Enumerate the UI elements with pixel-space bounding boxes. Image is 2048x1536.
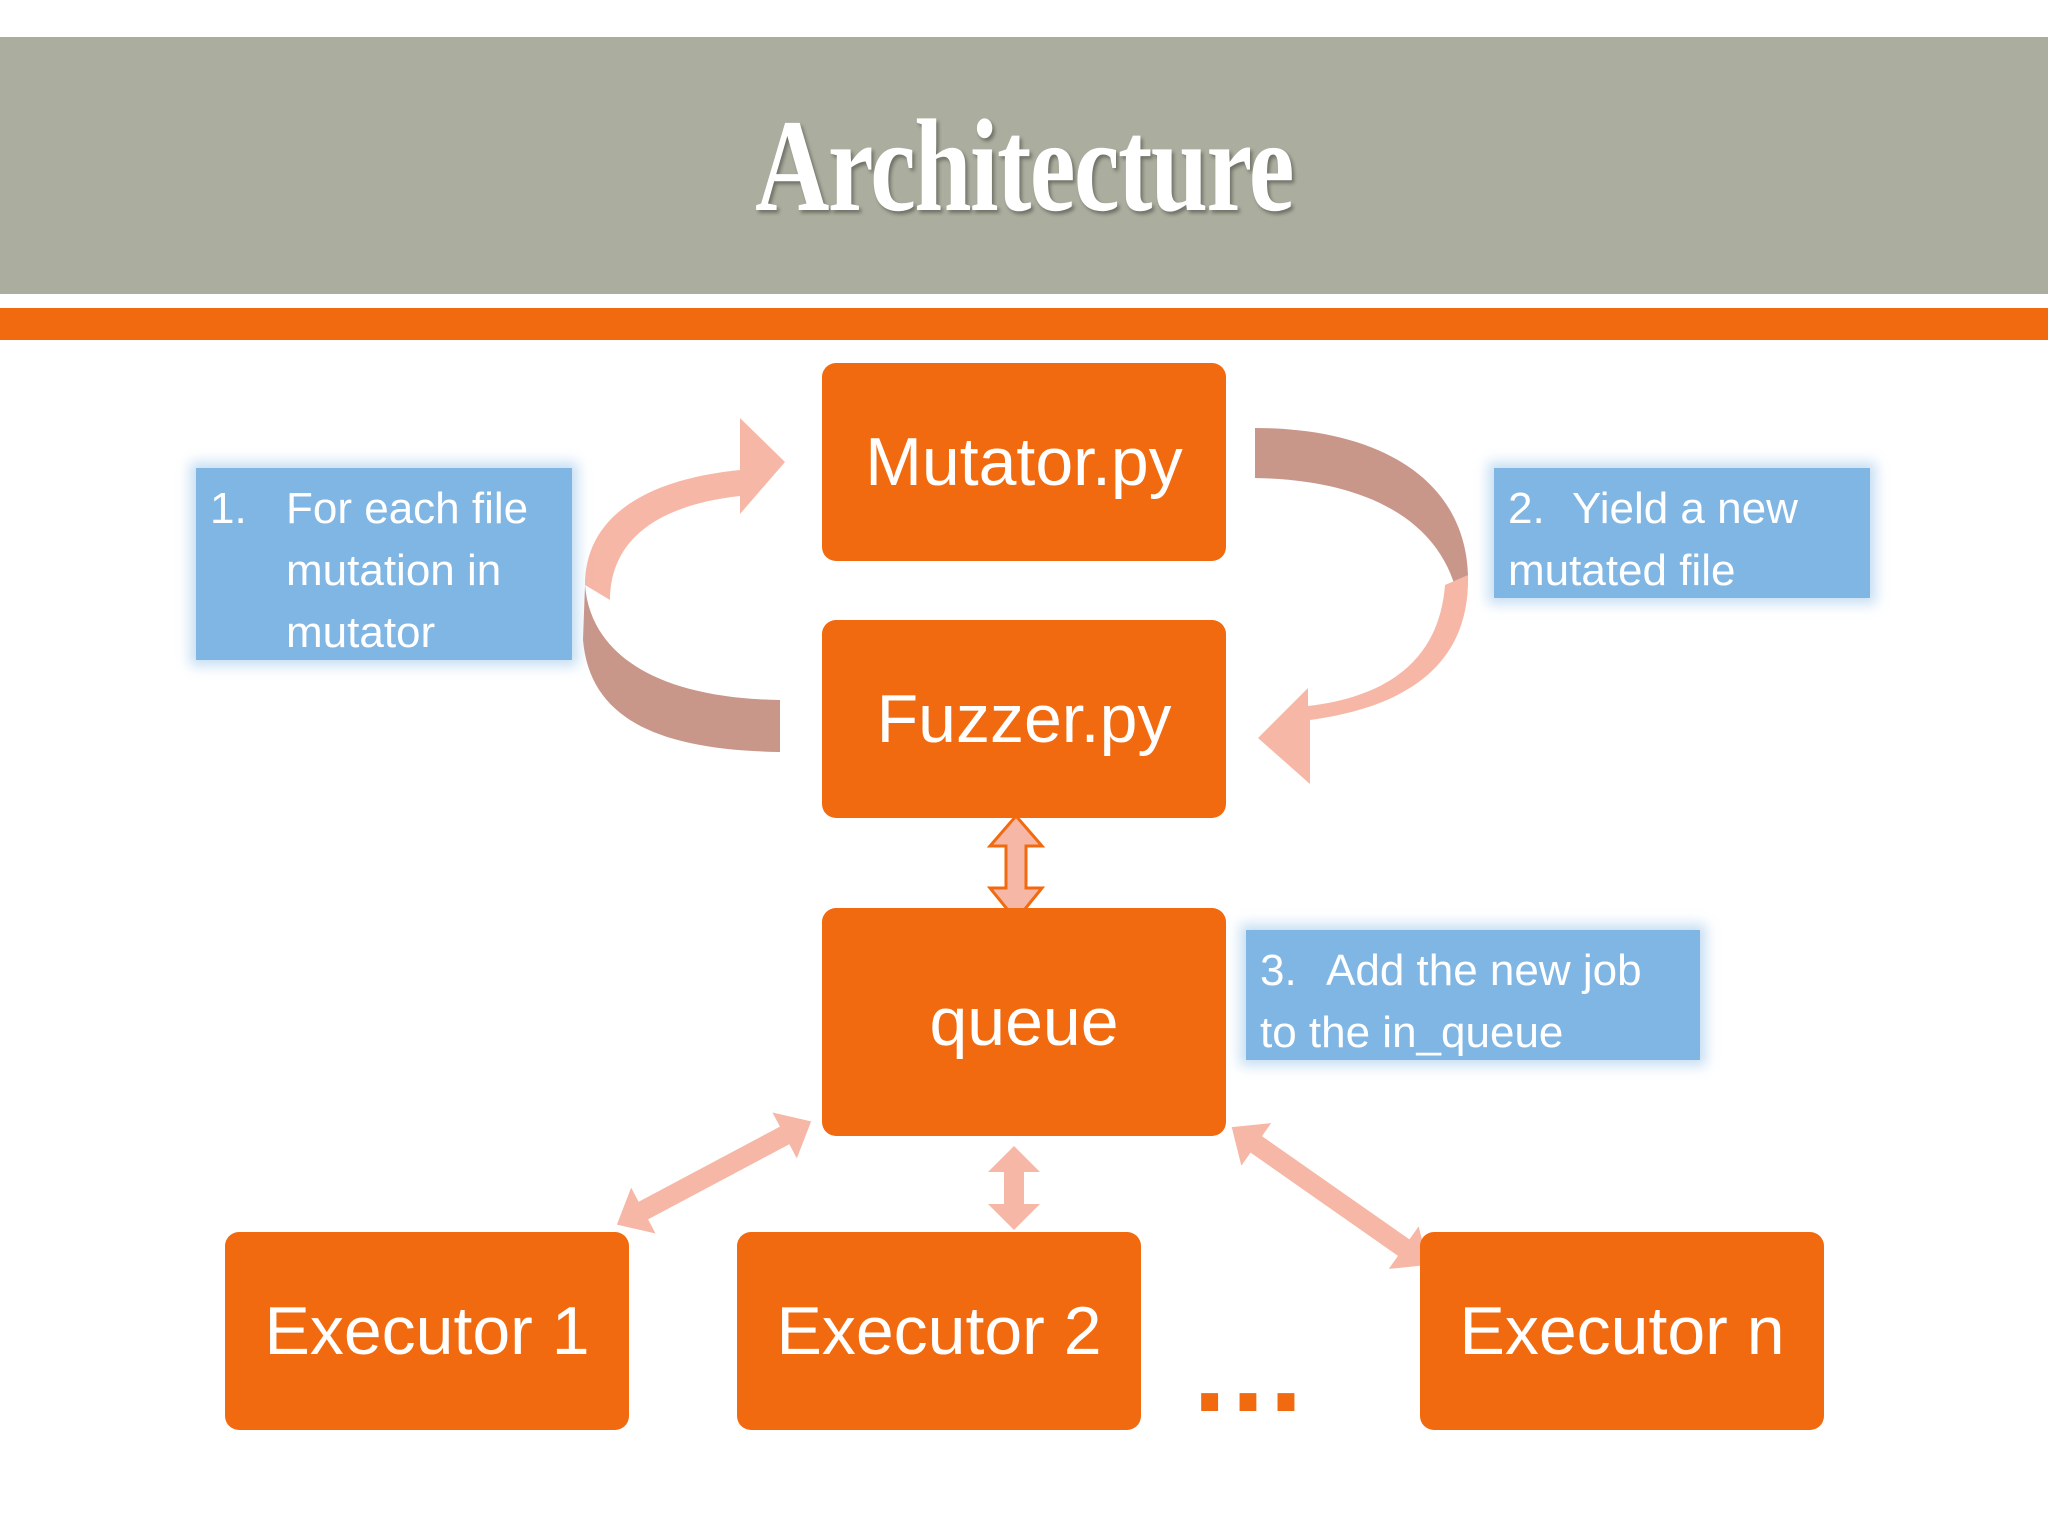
- node-executor-2-label: Executor 2: [776, 1293, 1102, 1369]
- node-fuzzer: Fuzzer.py: [822, 620, 1226, 818]
- loop-arrow-left-upper: [585, 418, 785, 600]
- loop-arrow-right-upper: [1255, 428, 1468, 610]
- node-executor-1-label: Executor 1: [264, 1293, 590, 1369]
- node-fuzzer-label: Fuzzer.py: [876, 681, 1172, 757]
- slide-title: Architecture: [755, 92, 1294, 239]
- node-executor-1: Executor 1: [225, 1232, 629, 1430]
- note-step-2-number: 2.: [1508, 484, 1545, 533]
- note-step-1-number: 1.: [210, 484, 247, 533]
- double-arrow-queue-executor-2: [988, 1146, 1040, 1230]
- node-executor-n-label: Executor n: [1459, 1293, 1785, 1369]
- note-step-1: 1. For each file mutation in mutator: [196, 468, 572, 660]
- note-step-1-line-1: For each file: [286, 484, 529, 533]
- node-queue-label: queue: [929, 984, 1119, 1060]
- note-step-1-line-2: mutation in: [286, 546, 502, 595]
- loop-arrow-left-lower: [583, 585, 780, 752]
- title-band: [0, 37, 2048, 294]
- node-mutator: Mutator.py: [822, 363, 1226, 561]
- double-arrow-queue-executor-1: [616, 1112, 812, 1234]
- double-arrow-fuzzer-queue: [986, 813, 1046, 923]
- node-mutator-label: Mutator.py: [865, 424, 1183, 500]
- note-step-3-line-2: to the in_queue: [1260, 1008, 1564, 1057]
- note-step-2: 2. Yield a new mutated file: [1494, 468, 1870, 598]
- loop-arrow-right-lower: [1258, 575, 1469, 784]
- note-step-3-line-1: Add the new job: [1326, 946, 1642, 995]
- double-arrow-queue-executor-n: [1231, 1123, 1429, 1269]
- note-step-1-line-3: mutator: [286, 608, 436, 657]
- node-executor-2: Executor 2: [737, 1232, 1141, 1430]
- node-queue: queue: [822, 908, 1226, 1136]
- accent-rule: [0, 308, 2048, 340]
- note-step-2-line-2: mutated file: [1508, 546, 1736, 595]
- more-executors-ellipsis: …: [1188, 1303, 1316, 1437]
- note-step-2-line-1: Yield a new: [1572, 484, 1798, 533]
- note-step-3: 3. Add the new job to the in_queue: [1246, 930, 1700, 1060]
- note-step-3-number: 3.: [1260, 946, 1297, 995]
- node-executor-n: Executor n: [1420, 1232, 1824, 1430]
